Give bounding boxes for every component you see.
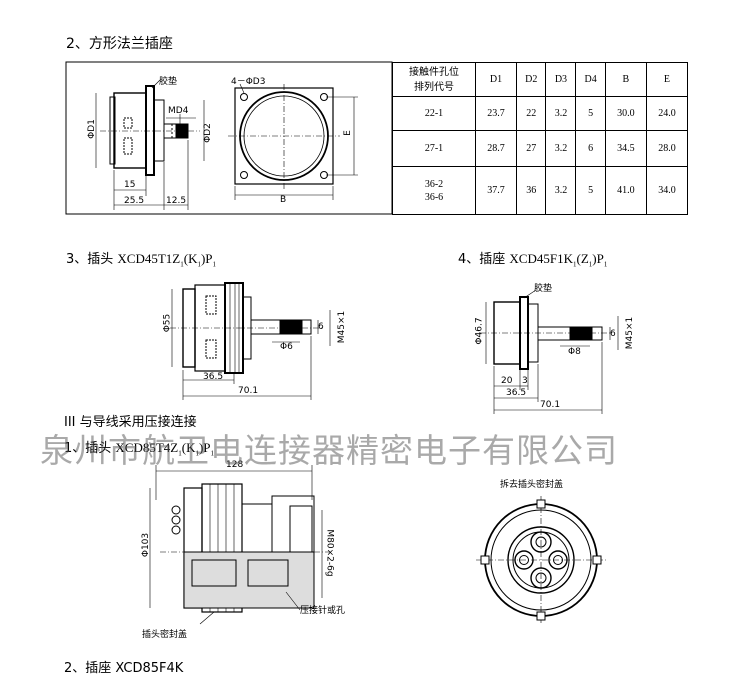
table-header-row: 接触件孔位 排列代号 D1 D2 D3 D4 B E bbox=[392, 62, 689, 97]
table-header-cell: B bbox=[604, 62, 647, 97]
table-cell: 5 bbox=[575, 166, 606, 215]
section-III-1-end: )P bbox=[198, 440, 211, 455]
fig4-dim-3: 3 bbox=[522, 376, 528, 386]
table-cell: 36 bbox=[516, 166, 547, 215]
table-cell: 3.2 bbox=[545, 166, 577, 215]
fig1-dim-15: 15 bbox=[124, 180, 136, 190]
table-cell: 27 bbox=[516, 130, 547, 167]
fig4-d8-label: Φ8 bbox=[568, 347, 581, 357]
section-3-mid: (K bbox=[183, 251, 198, 266]
table-header-cell: D4 bbox=[575, 62, 606, 97]
fig3-6-label: 6 bbox=[318, 322, 324, 332]
fig3-m45-label: M45×1 bbox=[337, 310, 348, 344]
table-header-cell: E bbox=[645, 62, 689, 97]
fig1-d2-label: ΦD2 bbox=[202, 123, 213, 143]
section-3-code: XCD45T1Z bbox=[117, 251, 181, 266]
fig1-holes-label: 4－ΦD3 bbox=[231, 77, 266, 87]
section-3-sub: 1 bbox=[197, 260, 201, 269]
section-4-end: )P bbox=[592, 251, 604, 266]
fig1-dim-25-5: 25.5 bbox=[124, 196, 145, 206]
table-header-cell: D2 bbox=[516, 62, 547, 97]
table-cell: 23.7 bbox=[474, 96, 518, 131]
fig5-cover-label: 插头密封盖 bbox=[142, 630, 188, 640]
table-cell: 3.2 bbox=[545, 96, 577, 131]
fig5-large-plug-drawing bbox=[149, 465, 330, 625]
section-3-sub: 1 bbox=[180, 260, 184, 269]
table-header-cell: D1 bbox=[474, 62, 518, 97]
fig3-plug-drawing bbox=[170, 282, 331, 400]
section-III-title: III 与导线采用压接连接 bbox=[64, 415, 197, 430]
fig4-d46-label: Φ46.7 bbox=[474, 317, 485, 345]
fig1-d1-label: ΦD1 bbox=[86, 119, 97, 139]
fig3-d6-label: Φ6 bbox=[280, 342, 293, 352]
table-cell: 30.0 bbox=[604, 96, 647, 131]
watermark-company-name: 泉州市航卫电连接器精密电子有限公司 bbox=[40, 431, 618, 470]
fig4-m45-label: M45×1 bbox=[625, 316, 636, 350]
fig4-dim-70-1: 70.1 bbox=[540, 400, 561, 410]
section-III-1-prefix: 1、插头 bbox=[64, 441, 116, 456]
section-4-title: 4、插座 XCD45F1K1(Z1)P1 bbox=[458, 248, 607, 269]
table-cell: 36-2 36-6 bbox=[392, 166, 476, 215]
fig3-d55-label: Φ55 bbox=[162, 313, 173, 333]
table-cell: 6 bbox=[575, 130, 606, 167]
section-III-1-sub: 1 bbox=[178, 449, 182, 458]
section-4-sub: 1 bbox=[572, 260, 577, 269]
section-4-sub: 1 bbox=[603, 260, 608, 269]
table-cell: 34.0 bbox=[645, 166, 689, 215]
table-cell: 22-1 bbox=[392, 96, 476, 131]
fig4-dim-20: 20 bbox=[501, 376, 513, 386]
section-III-1-sub: 1 bbox=[210, 449, 215, 458]
section-3-prefix: 3、插头 bbox=[66, 252, 118, 267]
fig4-6-label: 6 bbox=[610, 329, 616, 339]
fig5-m80-label: M80×2-6g bbox=[324, 529, 335, 577]
table-row: 27-1 28.7 27 3.2 6 34.5 28.0 bbox=[392, 130, 689, 167]
dimension-table: 接触件孔位 排列代号 D1 D2 D3 D4 B E 22-1 23.7 22 … bbox=[392, 62, 689, 215]
fig5-d103-label: Φ103 bbox=[141, 532, 152, 558]
fig1-gasket-label: 胶垫 bbox=[159, 77, 178, 87]
section-III-1-code: XCD85T4Z bbox=[115, 440, 179, 455]
section-4-sub: 1 bbox=[588, 260, 593, 269]
fig6-title: 拆去插头密封盖 bbox=[500, 480, 564, 490]
table-cell: 5 bbox=[575, 96, 606, 131]
fig4-gasket-label: 胶垫 bbox=[534, 284, 553, 294]
section-III-1-title: 1、插头 XCD85T4Z1(K1)P1 bbox=[64, 437, 214, 458]
section-3-end: )P bbox=[200, 251, 213, 266]
fig3-dim-36-5: 36.5 bbox=[203, 372, 224, 382]
fig1-dim-12-5: 12.5 bbox=[166, 196, 187, 206]
section-4-code: XCD45F1K bbox=[509, 251, 573, 266]
fig1-md4-label: MD4 bbox=[168, 106, 189, 116]
section-2-title: 2、方形法兰插座 bbox=[66, 36, 173, 52]
fig1-front-view bbox=[228, 83, 358, 200]
section-4-prefix: 4、插座 bbox=[458, 252, 510, 267]
fig1-frame bbox=[65, 61, 393, 215]
table-cell: 24.0 bbox=[645, 96, 689, 131]
fig6-front-view bbox=[476, 496, 606, 624]
fig5-dim-128: 128 bbox=[226, 460, 244, 470]
table-cell: 41.0 bbox=[604, 166, 647, 215]
fig1-e-label: E bbox=[342, 130, 353, 136]
table-row: 36-2 36-6 37.7 36 3.2 5 41.0 34.0 bbox=[392, 166, 689, 215]
fig3-dim-70-1: 70.1 bbox=[238, 386, 259, 396]
fig4-dim-36-5: 36.5 bbox=[506, 388, 527, 398]
section-3-title: 3、插头 XCD45T1Z1(K1)P1 bbox=[66, 248, 216, 269]
table-cell: 37.7 bbox=[474, 166, 518, 215]
fig4-socket-drawing bbox=[480, 289, 619, 414]
fig1-side-view bbox=[95, 79, 205, 210]
fig5-pin-label: 压接针或孔 bbox=[300, 606, 346, 616]
table-row: 22-1 23.7 22 3.2 5 30.0 24.0 bbox=[392, 96, 689, 131]
section-III-1-mid: (K bbox=[181, 440, 196, 455]
section-3-sub: 1 bbox=[212, 260, 217, 269]
section-4-mid: (Z bbox=[576, 251, 589, 266]
section-III-1-sub: 1 bbox=[195, 449, 199, 458]
fig1-b-label: B bbox=[280, 195, 287, 205]
table-cell: 22 bbox=[516, 96, 547, 131]
